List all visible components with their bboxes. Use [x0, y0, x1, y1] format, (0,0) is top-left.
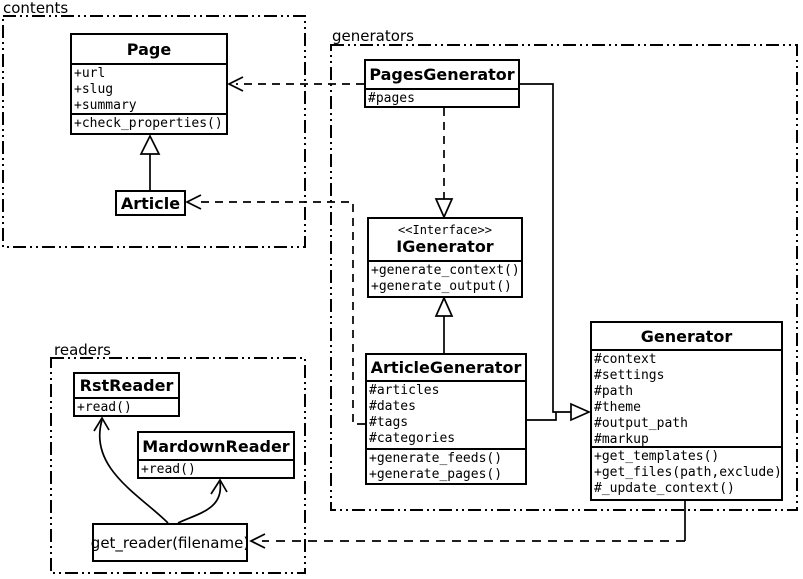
method: +read(): [77, 400, 132, 415]
edge-generator-uses-getreader: [249, 501, 686, 549]
attribute: #tags: [369, 415, 409, 430]
package-frame-readers: [50, 357, 306, 574]
class-articlegenerator: ArticleGenerator #articles #dates #tags …: [365, 353, 527, 485]
class-igenerator-header: <<Interface>> IGenerator: [369, 219, 521, 260]
class-rstreader-title: RstReader: [79, 376, 174, 395]
method: +get_templates(): [594, 449, 720, 464]
method: +generate_pages(): [369, 467, 503, 482]
edge-pagesgenerator-uses-page: [227, 76, 364, 92]
class-pagesgenerator-attributes: #pages: [366, 88, 518, 108]
class-page-attributes: +url +slug +summary: [72, 63, 226, 113]
edge-getreader-to-rstreader: [93, 416, 169, 524]
attribute: +url: [74, 66, 106, 81]
get-reader-label: get_reader(filename): [90, 533, 250, 552]
class-article-title: Article: [120, 193, 181, 213]
attribute: #output_path: [594, 416, 688, 431]
package-label-generators: generators: [332, 27, 414, 45]
class-articlegenerator-methods: +generate_feeds() +generate_pages(): [367, 448, 525, 484]
class-mardownreader: MardownReader +read(): [137, 431, 295, 479]
attribute: #settings: [594, 368, 665, 383]
method: +get_files(path,exclude): [594, 465, 782, 480]
attribute: #context: [594, 352, 657, 367]
class-mardownreader-title: MardownReader: [142, 436, 290, 456]
edge-articlegenerator-uses-article: [185, 194, 365, 425]
class-rstreader-methods: +read(): [75, 397, 178, 417]
attribute: #theme: [594, 400, 641, 415]
attribute: #articles: [369, 383, 440, 398]
class-page-title: Page: [126, 39, 172, 59]
class-igenerator-title: IGenerator: [396, 237, 494, 256]
class-igenerator-methods: +generate_context() +generate_output(): [369, 260, 521, 296]
attribute: #pages: [368, 91, 415, 106]
package-frame-generators: [330, 44, 798, 511]
attribute: #dates: [369, 399, 416, 414]
attribute: #path: [594, 384, 634, 399]
class-pagesgenerator: PagesGenerator #pages: [364, 59, 520, 108]
attribute: #markup: [594, 432, 649, 447]
package-label-readers: readers: [54, 341, 111, 359]
attribute: #categories: [369, 431, 456, 446]
edge-getreader-to-mardownreader: [177, 478, 228, 524]
class-article: Article: [115, 190, 186, 216]
class-generator-attributes: #context #settings #path #theme #output_…: [592, 349, 781, 447]
package-label-contents: contents: [3, 0, 69, 17]
function-box-get-reader: get_reader(filename): [90, 523, 250, 562]
class-page: Page +url +slug +summary +check_properti…: [70, 33, 228, 135]
class-igenerator: <<Interface>> IGenerator +generate_conte…: [367, 217, 523, 298]
method: +check_properties(): [74, 116, 223, 131]
method: +read(): [141, 462, 196, 477]
class-page-methods: +check_properties(): [72, 113, 226, 133]
stereotype-label: <<Interface>>: [398, 223, 492, 237]
class-articlegenerator-attributes: #articles #dates #tags #categories: [367, 380, 525, 448]
class-articlegenerator-title: ArticleGenerator: [370, 358, 522, 377]
class-rstreader: RstReader +read(): [73, 372, 180, 417]
edge-article-extends-page: [139, 134, 161, 190]
class-pagesgenerator-title: PagesGenerator: [369, 65, 515, 84]
edge-generators-extend-generator: [520, 83, 592, 422]
class-generator-methods: +get_templates() +get_files(path,exclude…: [592, 446, 782, 498]
attribute: +summary: [74, 98, 137, 113]
method: #_update_context(): [594, 481, 735, 496]
class-mardownreader-methods: +read(): [139, 459, 293, 479]
attribute: +slug: [74, 82, 114, 97]
package-frame-contents: [2, 15, 306, 248]
method: +generate_output(): [371, 279, 512, 294]
class-generator-title: Generator: [640, 326, 733, 346]
edge-articlegenerator-implements-igenerator: [434, 295, 454, 353]
method: +generate_feeds(): [369, 451, 503, 466]
class-generator: Generator #context #settings #path #them…: [590, 321, 783, 501]
edge-pagesgenerator-implements-igenerator: [434, 108, 454, 220]
method: +generate_context(): [371, 263, 520, 278]
